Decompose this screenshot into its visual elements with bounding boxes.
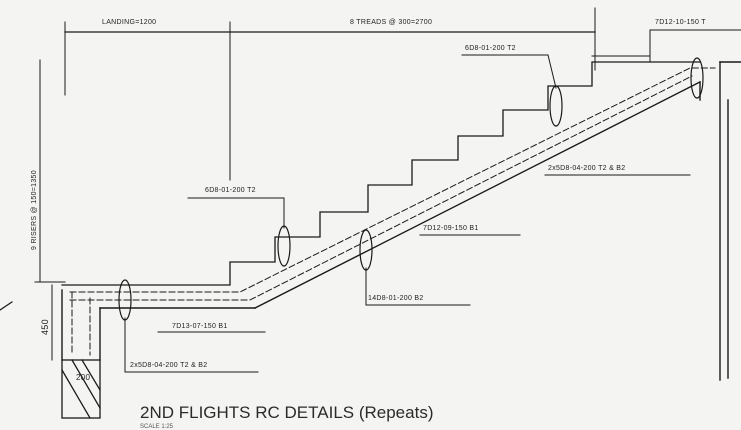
landing-dimension: LANDING=1200 (102, 19, 156, 26)
waist-slab (61, 61, 741, 381)
slab-depth-dimension: 450 (40, 319, 50, 335)
left-dimension-lines (34, 59, 66, 361)
drawing-title: 2ND FLIGHTS RC DETAILS (Repeats) (140, 403, 433, 422)
cut-mark (0, 301, 13, 311)
rebar-label-bottom-left: 7D13-07-150 B1 (172, 323, 228, 330)
rebar-label-left-stirrup: 6D8-01-200 T2 (205, 187, 256, 194)
scale-label: SCALE 1:25 (140, 424, 174, 430)
leader-lines (124, 54, 691, 373)
wall-dimension: 200 (76, 373, 90, 382)
rebar-label-middle: 7D12-09-150 B1 (423, 225, 479, 232)
rebar-label-bottom-mid: 14D8-01-200 B2 (368, 295, 424, 302)
rebar-label-upper-stirrup: 6D8-01-200 T2 (465, 45, 516, 52)
rebar-label-bottom-far-left: 2x5D8-04-200 T2 & B2 (130, 362, 207, 369)
treads-dimension: 8 TREADS @ 300=2700 (350, 19, 432, 26)
stair-steps (61, 61, 701, 286)
rebar-label-upper-bottom: 2x5D8-04-200 T2 & B2 (548, 165, 625, 172)
rebar-label-top-right: 7D12-10-150 T (655, 19, 706, 26)
risers-dimension: 9 RISERS @ 150=1350 (31, 170, 38, 250)
wall-block (61, 359, 101, 419)
reinforcement-bars (69, 67, 716, 356)
section-markers (118, 57, 704, 321)
top-dimension-lines (64, 7, 741, 181)
